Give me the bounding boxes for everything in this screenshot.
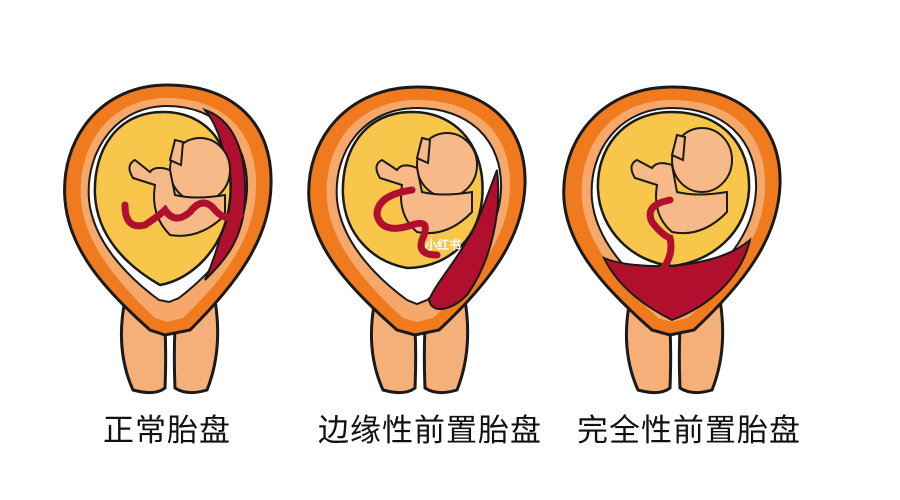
umbilical-cord [373,186,441,259]
watermark: 小红书 [425,238,462,252]
umbilical-cord [121,199,244,230]
panel-complete-placenta-previa [552,0,792,400]
caption-complete-placenta-previa: 完全性前置胎盘 [577,413,801,449]
uterus-illustration-marginal [307,85,527,395]
uterus-illustration-complete [562,85,782,395]
caption-marginal-placenta-previa: 边缘性前置胎盘 [318,413,542,449]
uterus-illustration-normal [63,83,273,395]
umbilical-cord [646,196,675,274]
caption-normal-placenta: 正常胎盘 [103,413,231,449]
panel-normal-placenta [55,0,285,400]
fetus-icon [630,127,733,234]
fetus-icon [128,137,231,237]
panel-marginal-placenta-previa [297,0,537,400]
fetus-icon [375,132,478,234]
